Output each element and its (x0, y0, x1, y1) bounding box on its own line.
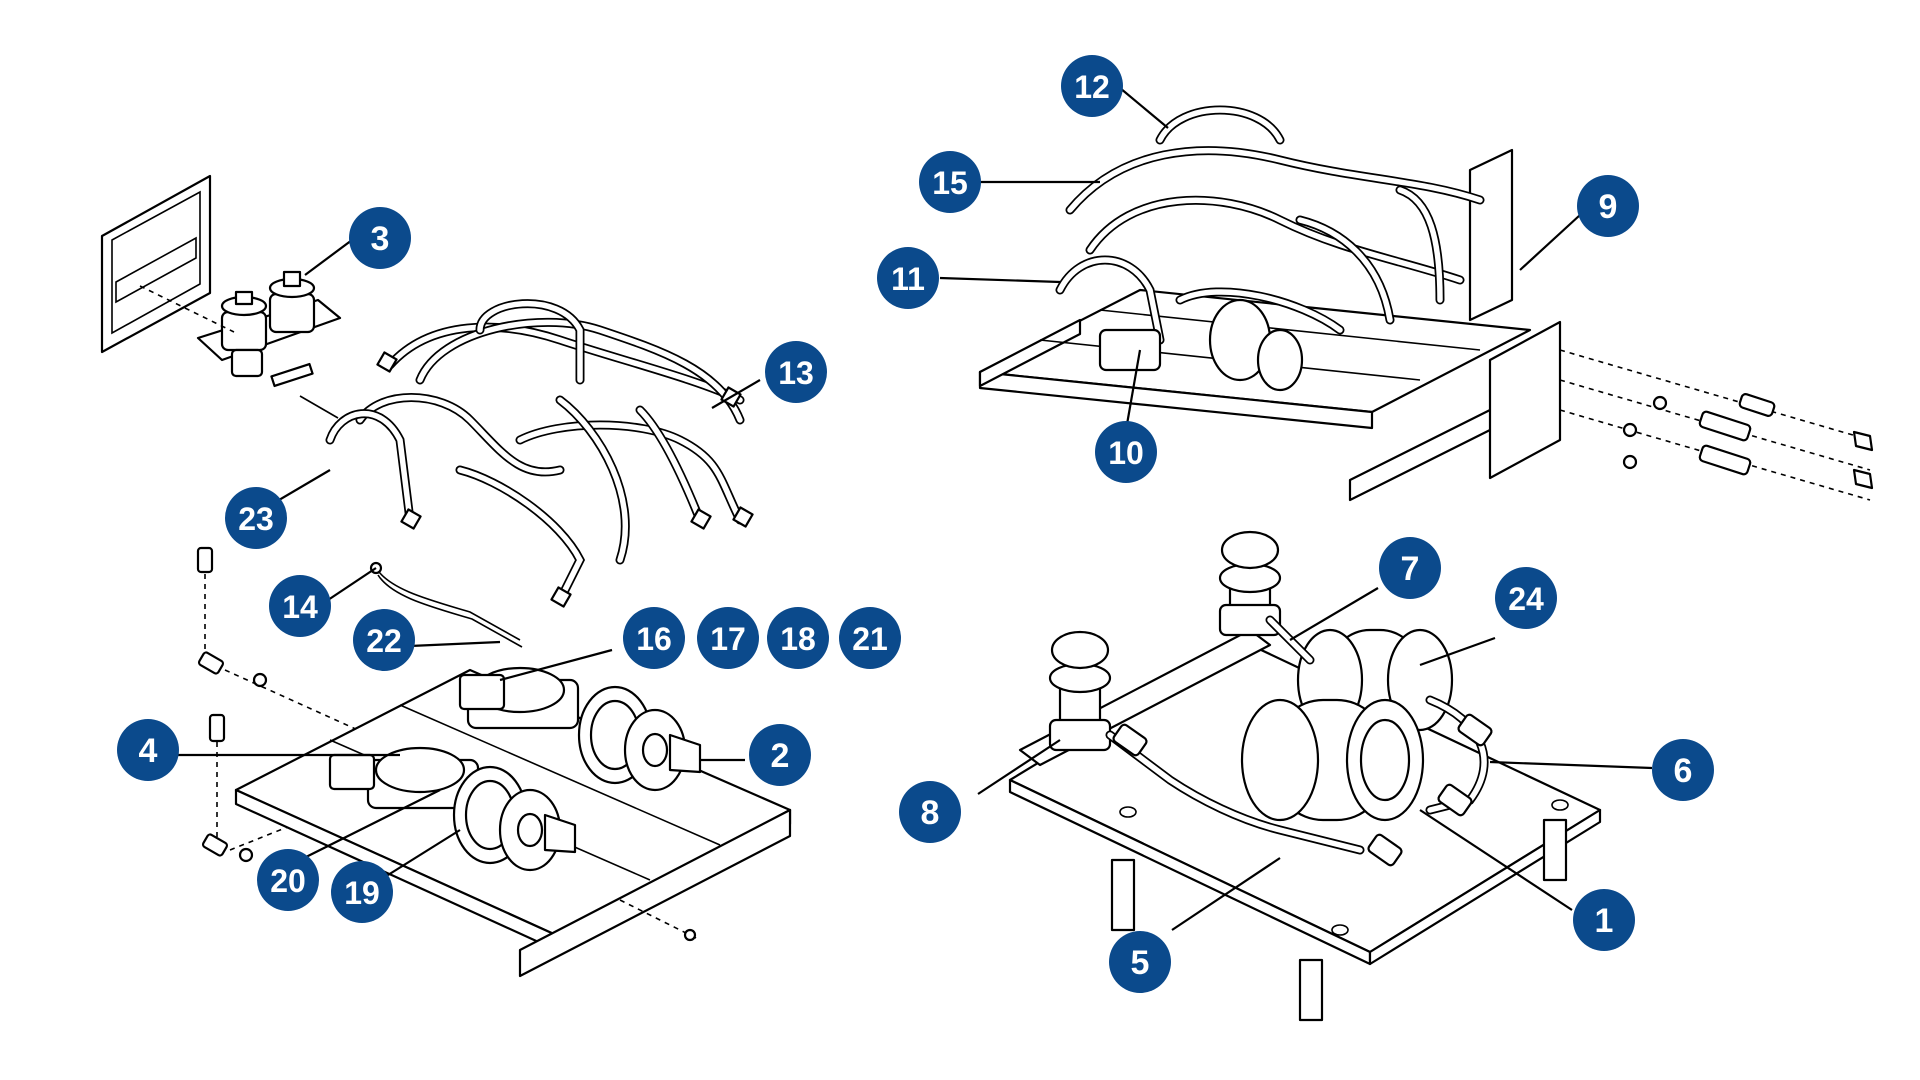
callout-circle (1652, 739, 1714, 801)
leg (1298, 958, 1324, 1022)
callout-number: 17 (710, 621, 746, 657)
callout-9: 9 (1577, 175, 1639, 237)
callout-circle (919, 151, 981, 213)
callout-number: 7 (1401, 550, 1420, 588)
gasket-strip (270, 362, 314, 388)
callout-11: 11 (877, 247, 939, 309)
callout-number: 24 (1508, 581, 1544, 617)
callout-circle (349, 207, 411, 269)
callout-circle (1061, 55, 1123, 117)
callout-circle (269, 575, 331, 637)
upper-tubing-harness (325, 299, 754, 608)
callout-number: 5 (1131, 944, 1150, 982)
callout-number: 20 (270, 863, 306, 899)
leg (1542, 818, 1568, 882)
callout-number: 22 (366, 623, 402, 659)
callout-circle (117, 719, 179, 781)
callout-18: 18 (767, 607, 829, 669)
callout-circle (765, 341, 827, 403)
callout-2: 2 (749, 724, 811, 786)
callout-6: 6 (1652, 739, 1714, 801)
callout-13: 13 (765, 341, 827, 403)
leg (1110, 858, 1136, 932)
callout-circle (623, 607, 685, 669)
callout-circle (353, 609, 415, 671)
callout-number: 8 (921, 794, 940, 832)
callout-17: 17 (697, 607, 759, 669)
callout-20: 20 (257, 849, 319, 911)
callout-7: 7 (1379, 537, 1441, 599)
callout-number: 9 (1599, 188, 1618, 226)
callout-circle (1109, 931, 1171, 993)
callout-circle (749, 724, 811, 786)
callout-circle (839, 607, 901, 669)
callout-19: 19 (331, 861, 393, 923)
valve-bolt (299, 395, 339, 419)
top-right-assembled-unit (978, 105, 1874, 502)
callout-circle (767, 607, 829, 669)
callout-number: 21 (852, 621, 888, 657)
callout-number: 23 (238, 501, 274, 537)
callout-14: 14 (269, 575, 331, 637)
solenoid-valve-pair (196, 270, 342, 378)
callout-number: 1 (1595, 902, 1614, 940)
callout-circle (697, 607, 759, 669)
leader-lines (176, 87, 1653, 931)
callout-number: 19 (344, 875, 380, 911)
callout-15: 15 (919, 151, 981, 213)
hand-valve-right (1218, 530, 1282, 637)
callout-10: 10 (1095, 421, 1157, 483)
callout-number: 12 (1074, 69, 1110, 105)
bottom-right-receiver-assembly (1008, 530, 1602, 1022)
valve-mounting-plate (100, 174, 212, 354)
callout-1: 1 (1573, 889, 1635, 951)
callout-circle (225, 487, 287, 549)
drain-tube (369, 561, 523, 648)
callout-8: 8 (899, 781, 961, 843)
callout-5: 5 (1109, 931, 1171, 993)
compressor-rear (458, 666, 702, 792)
callout-circle (257, 849, 319, 911)
callout-number: 3 (371, 220, 390, 258)
callout-number: 15 (932, 165, 968, 201)
left-exploded-assembly (100, 174, 792, 978)
callout-21: 21 (839, 607, 901, 669)
callout-16: 16 (623, 607, 685, 669)
callout-number: 16 (636, 621, 672, 657)
callout-number: 11 (891, 261, 925, 297)
callout-circle (1379, 537, 1441, 599)
callout-circle (1577, 175, 1639, 237)
callout-circle (1095, 421, 1157, 483)
callout-number: 6 (1674, 752, 1693, 790)
callout-number: 18 (780, 621, 816, 657)
callout-23: 23 (225, 487, 287, 549)
callout-number: 4 (139, 732, 158, 770)
callout-circle (877, 247, 939, 309)
callout-number: 10 (1108, 435, 1144, 471)
callout-number: 14 (282, 589, 318, 625)
compressor-front (328, 746, 577, 872)
callout-22: 22 (353, 609, 415, 671)
callout-circle (899, 781, 961, 843)
callout-number: 13 (778, 355, 814, 391)
callout-3: 3 (349, 207, 411, 269)
callout-number: 2 (771, 737, 790, 775)
hand-valve-left (1048, 630, 1112, 752)
callout-12: 12 (1061, 55, 1123, 117)
receiver-tank-front (1240, 698, 1425, 822)
side-mount-plate (1488, 320, 1562, 480)
callout-4: 4 (117, 719, 179, 781)
callout-circle (331, 861, 393, 923)
callout-circle (1573, 889, 1635, 951)
callout-circle (1495, 567, 1557, 629)
callout-24: 24 (1495, 567, 1557, 629)
valve-mount-guide (139, 285, 235, 333)
